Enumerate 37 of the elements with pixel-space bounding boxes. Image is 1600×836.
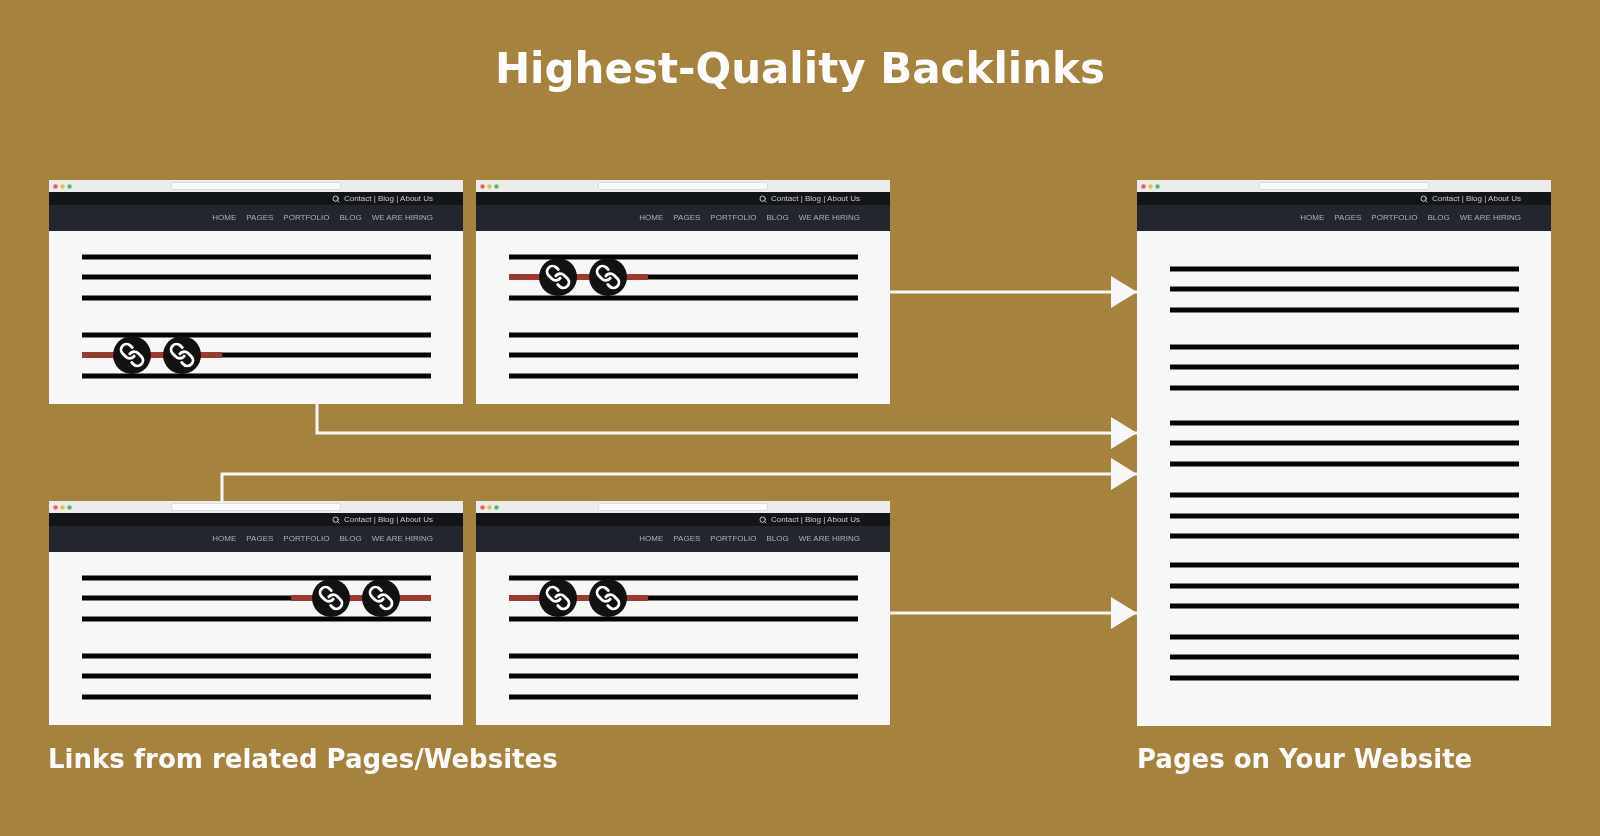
caption: Links from related Pages/Websites: [48, 743, 558, 775]
arrow: [220, 458, 1137, 501]
nav-link: PAGES: [673, 213, 701, 223]
top-bar-links: Contact | Blog | About Us: [343, 193, 433, 204]
nav-link: PAGES: [246, 213, 274, 223]
nav-link: PAGES: [673, 534, 701, 544]
nav-link: WE ARE HIRING: [371, 534, 433, 544]
nav-link: BLOG: [766, 213, 789, 223]
nav-link: HOME: [639, 213, 664, 223]
nav-link: WE ARE HIRING: [371, 213, 433, 223]
top-bar-links: Contact | Blog | About Us: [1431, 193, 1521, 204]
page-label: Pages on Your Website: [1137, 743, 1473, 775]
nav-link: PORTFOLIO: [710, 213, 757, 223]
arrow: [315, 404, 1137, 449]
nav-link: BLOG: [339, 534, 362, 544]
nav-link: HOME: [212, 534, 237, 544]
nav-link: WE ARE HIRING: [798, 213, 860, 223]
nav-link: PAGES: [246, 534, 274, 544]
nav-link: PORTFOLIO: [1371, 213, 1418, 223]
arrow: [890, 597, 1137, 629]
nav-link: BLOG: [339, 213, 362, 223]
nav-link: PAGES: [1334, 213, 1362, 223]
nav-link: HOME: [212, 213, 237, 223]
top-bar-links: Contact | Blog | About Us: [770, 193, 860, 204]
arrow: [890, 276, 1137, 308]
nav-link: PORTFOLIO: [283, 213, 330, 223]
nav-link: BLOG: [1427, 213, 1450, 223]
nav-link: HOME: [1300, 213, 1325, 223]
nav-link: HOME: [639, 534, 664, 544]
nav-link: PORTFOLIO: [710, 534, 757, 544]
title: Highest-Quality Backlinks: [494, 44, 1106, 94]
nav-link: PORTFOLIO: [283, 534, 330, 544]
nav-link: BLOG: [766, 534, 789, 544]
top-bar-links: Contact | Blog | About Us: [770, 514, 860, 525]
nav-link: WE ARE HIRING: [798, 534, 860, 544]
top-bar-links: Contact | Blog | About Us: [343, 514, 433, 525]
nav-link: WE ARE HIRING: [1459, 213, 1521, 223]
